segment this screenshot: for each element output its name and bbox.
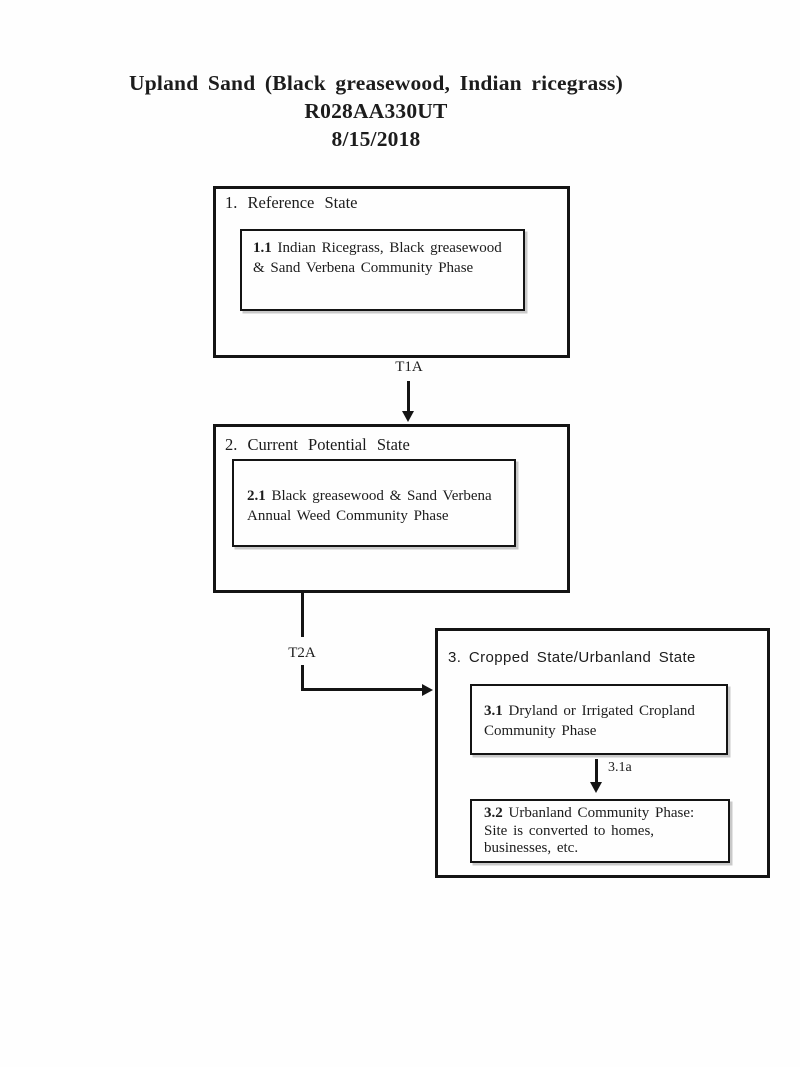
title-line-site-id: R028AA330UT: [304, 99, 448, 123]
transition-arrow-31a-line: [595, 759, 598, 784]
transition-arrow-t2a-line-horizontal: [301, 688, 423, 691]
phase-number: 3.2: [484, 805, 503, 821]
phase-text: Urbanland Community Phase: Site is conve…: [484, 805, 695, 856]
phase-box-2-1: 2.1 Black greasewood & Sand Verbena Annu…: [232, 459, 516, 547]
phase-text: Indian Ricegrass, Black greasewood & San…: [253, 240, 502, 276]
phase-number: 1.1: [253, 240, 272, 256]
transition-arrow-t2a-arrowhead-right-icon: [422, 683, 433, 696]
title-line-site-name: Upland Sand (Black greasewood, Indian ri…: [129, 71, 623, 95]
phase-number: 3.1: [484, 703, 503, 719]
transition-arrow-t1a-line: [407, 381, 410, 412]
transition-arrow-t2a-line-lower: [301, 665, 304, 691]
transition-arrow-t1a-arrowhead-down-icon: [402, 411, 414, 422]
transition-label-31a: 3.1a: [608, 760, 632, 776]
state-label-current-potential: 2. Current Potential State: [225, 435, 410, 454]
transition-label-t2a: T2A: [272, 645, 332, 662]
phase-box-3-2: 3.2 Urbanland Community Phase: Site is c…: [470, 799, 730, 863]
transition-arrow-t2a-line-upper: [301, 593, 304, 637]
state-label-cropped-urbanland: 3. Cropped State/Urbanland State: [448, 649, 696, 666]
diagram-title: Upland Sand (Black greasewood, Indian ri…: [0, 69, 752, 153]
phase-box-1-1: 1.1 Indian Ricegrass, Black greasewood &…: [240, 229, 525, 311]
phase-text: Dryland or Irrigated Cropland Community …: [484, 703, 695, 739]
transition-label-t1a: T1A: [381, 359, 437, 376]
title-line-date: 8/15/2018: [331, 127, 421, 151]
phase-number: 2.1: [247, 488, 266, 504]
transition-arrow-31a-arrowhead-down-icon: [590, 782, 602, 793]
state-label-reference: 1. Reference State: [225, 193, 358, 212]
phase-box-3-1: 3.1 Dryland or Irrigated Cropland Commun…: [470, 684, 728, 755]
phase-text: Black greasewood & Sand Verbena Annual W…: [247, 488, 492, 524]
